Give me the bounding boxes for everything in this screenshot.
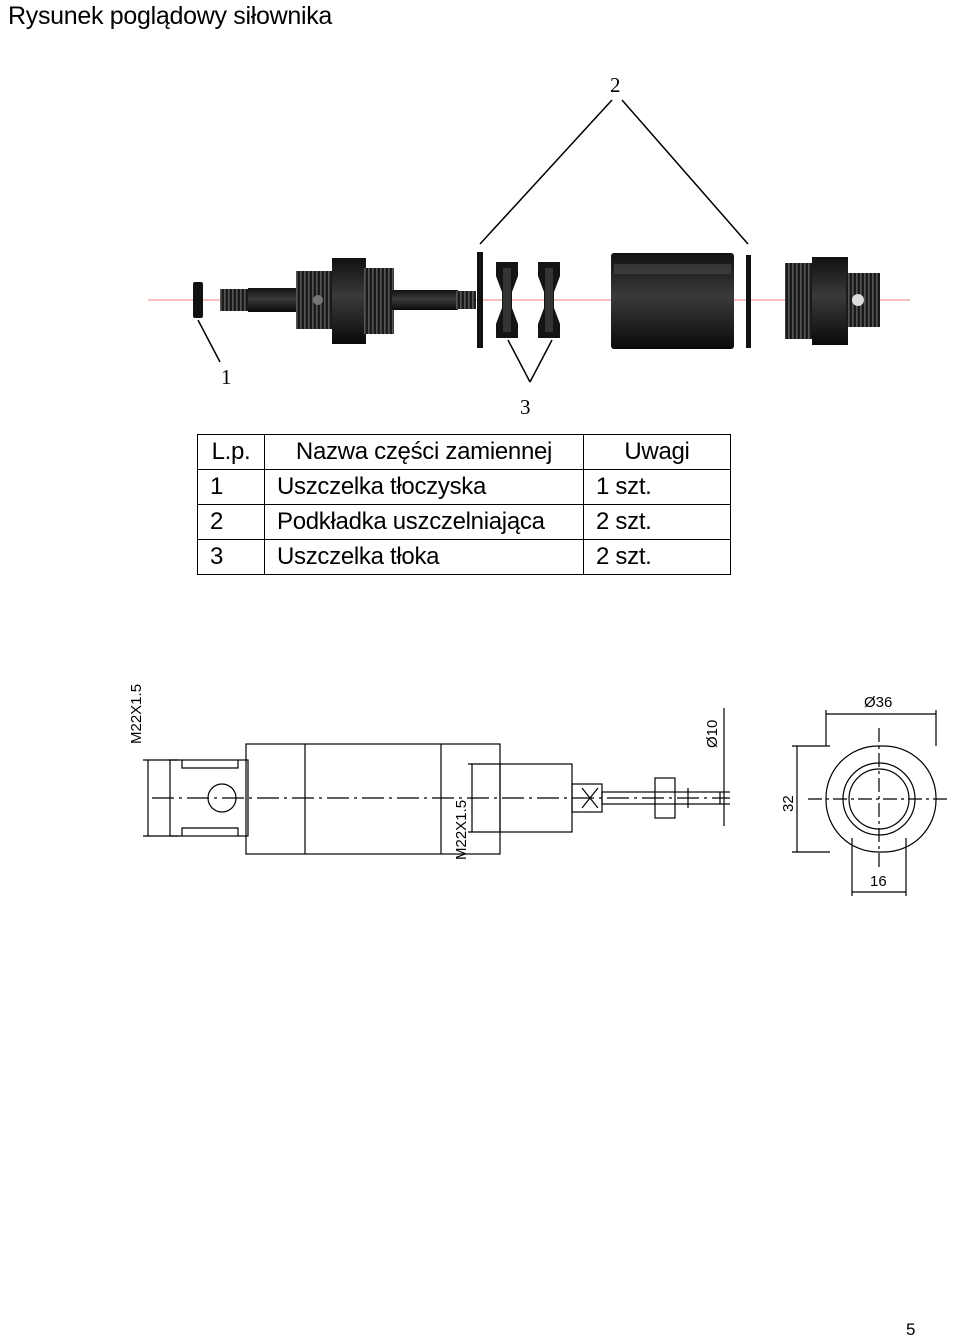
piston-rod-assembly	[220, 258, 476, 344]
row-name: Podkładka uszczelniająca	[264, 504, 584, 540]
row-note: 2 szt.	[583, 539, 731, 575]
callout-1: 1	[221, 365, 232, 389]
page-title: Rysunek poglądowy siłownika	[8, 2, 333, 30]
dim-body-thread	[468, 763, 500, 833]
label-body-thread: M22X1.5	[453, 800, 470, 860]
callout-3: 3	[520, 395, 531, 419]
row-lp: 2	[197, 504, 265, 540]
row-name: Uszczelka tłoczyska	[264, 469, 584, 505]
rod-seal-part	[193, 282, 203, 318]
end-cap	[785, 257, 880, 345]
row-lp: 3	[197, 539, 265, 575]
label-eye-height: 32	[780, 795, 797, 812]
piston-seal-2	[538, 262, 560, 338]
callout-2: 2	[610, 73, 621, 97]
cylinder-tube	[611, 253, 734, 349]
label-eye-width: 16	[870, 873, 887, 890]
parts-table: L.p. Nazwa części zamiennej Uwagi 1 Uszc…	[197, 434, 731, 575]
dim-eye-width	[851, 838, 907, 896]
parts-table-header: L.p. Nazwa części zamiennej Uwagi	[197, 434, 731, 470]
row-note: 1 szt.	[583, 469, 731, 505]
label-rod-diameter: Ø10	[704, 720, 721, 748]
eye-end-view	[808, 728, 950, 870]
sealing-washer-left	[477, 252, 483, 348]
label-eye-diameter: Ø36	[864, 694, 892, 711]
sealing-washer-right	[746, 255, 751, 348]
table-row: 3 Uszczelka tłoka 2 szt.	[197, 539, 731, 575]
technical-drawing: M22X1.5 M22X1.5 Ø10 Ø36 32 16	[128, 684, 950, 896]
dim-rod-diameter	[720, 708, 730, 826]
dim-rod-end-thread	[143, 759, 178, 837]
header-lp: L.p.	[197, 434, 265, 470]
piston-seal-1	[496, 262, 518, 338]
table-row: 1 Uszczelka tłoczyska 1 szt.	[197, 469, 731, 505]
dim-eye-height	[792, 745, 830, 853]
header-notes: Uwagi	[583, 434, 731, 470]
exploded-view-drawing: 1 2 3	[148, 73, 910, 419]
row-name: Uszczelka tłoka	[264, 539, 584, 575]
label-rod-end-thread: M22X1.5	[128, 684, 145, 744]
callout-leaders	[197, 99, 749, 383]
header-name: Nazwa części zamiennej	[264, 434, 584, 470]
dim-eye-diameter	[825, 710, 937, 746]
row-lp: 1	[197, 469, 265, 505]
row-note: 2 szt.	[583, 504, 731, 540]
table-row: 2 Podkładka uszczelniająca 2 szt.	[197, 504, 731, 540]
page-number: 5	[906, 1320, 916, 1339]
